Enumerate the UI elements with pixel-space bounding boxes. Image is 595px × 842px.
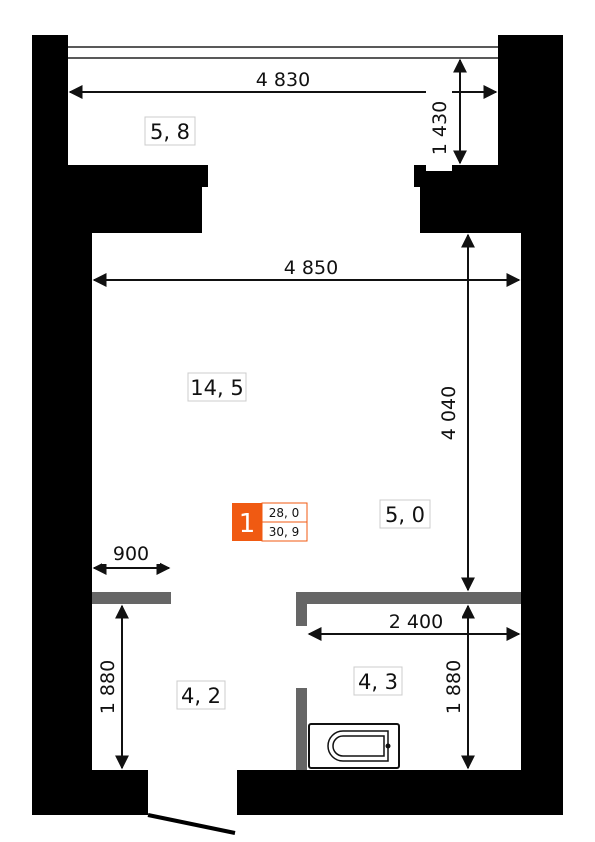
apartment-rooms: 1: [239, 509, 256, 539]
dim-balcony-depth: 1 430: [429, 101, 451, 155]
apartment-living-area: 28, 0: [269, 506, 300, 520]
area-bathroom: 4, 3: [358, 670, 398, 694]
entrance-door: [147, 813, 236, 835]
dim-hall-width: 900: [113, 543, 149, 565]
dim-room-depth: 4 040: [438, 386, 460, 440]
apartment-total-area: 30, 9: [269, 525, 300, 539]
area-box-balcony: [144, 116, 196, 146]
area-living: 14, 5: [190, 376, 243, 400]
partition-wall: [296, 592, 521, 626]
area-balcony: 5, 8: [150, 120, 190, 144]
area-box-kitchen: [379, 499, 431, 529]
area-box-hall: [176, 680, 226, 710]
outer-wall: [237, 35, 563, 815]
partition-wall: [92, 592, 171, 604]
dim-bath-depth: 1 880: [443, 660, 465, 714]
dim-bath-width: 2 400: [389, 611, 443, 633]
bathtub-icon: [308, 723, 400, 769]
dim-room-width: 4 850: [284, 257, 338, 279]
apartment-badge: 1 28, 0 30, 9: [232, 502, 308, 542]
outer-wall: [32, 35, 208, 815]
area-box-bathroom: [353, 666, 403, 696]
partition-wall: [296, 688, 307, 770]
dim-hall-depth: 1 880: [97, 660, 119, 714]
area-hall: 4, 2: [181, 684, 221, 708]
area-kitchen: 5, 0: [385, 503, 425, 527]
dim-balcony-width: 4 830: [256, 69, 310, 91]
area-box-living: [187, 372, 247, 402]
